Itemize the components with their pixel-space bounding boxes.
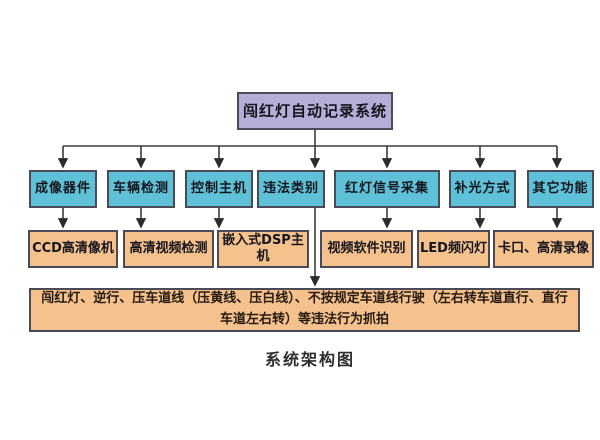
diagram-caption: 系统架构图 <box>264 350 355 369</box>
summary-violations-box: 闯红灯、逆行、压车道线（压黄线、压白线）、不按规定车道线行驶（左右转车道直行、直… <box>29 288 580 332</box>
leaf-embedded-dsp-host: 嵌入式DSP主机 <box>217 230 309 268</box>
leaf-ccd-hd-camera: CCD高清像机 <box>28 230 118 268</box>
summary-line-1: 闯红灯、逆行、压车道线（压黄线、压白线）、不按规定车道线行驶（左右转车道直行、直… <box>41 291 568 307</box>
root-node-system-title: 闯红灯自动记录系统 <box>237 92 393 130</box>
leaf-video-software-recognition: 视频软件识别 <box>320 230 413 268</box>
leaf-checkpoint-hd-recording: 卡口、高清录像 <box>493 230 594 268</box>
node-violation-type: 违法类别 <box>257 170 325 208</box>
node-vehicle-detection: 车辆检测 <box>107 170 175 208</box>
summary-line-2: 车道左右转）等违法行为抓拍 <box>219 312 389 327</box>
node-fill-light-mode: 补光方式 <box>449 170 516 208</box>
node-control-host: 控制主机 <box>185 170 253 208</box>
leaf-hd-video-detection: 高清视频检测 <box>123 230 214 268</box>
leaf-led-strobe-light: LED频闪灯 <box>417 230 490 268</box>
node-redlight-signal-capture: 红灯信号采集 <box>334 170 440 208</box>
node-imaging-device: 成像器件 <box>29 170 97 208</box>
node-other-functions: 其它功能 <box>527 170 594 208</box>
